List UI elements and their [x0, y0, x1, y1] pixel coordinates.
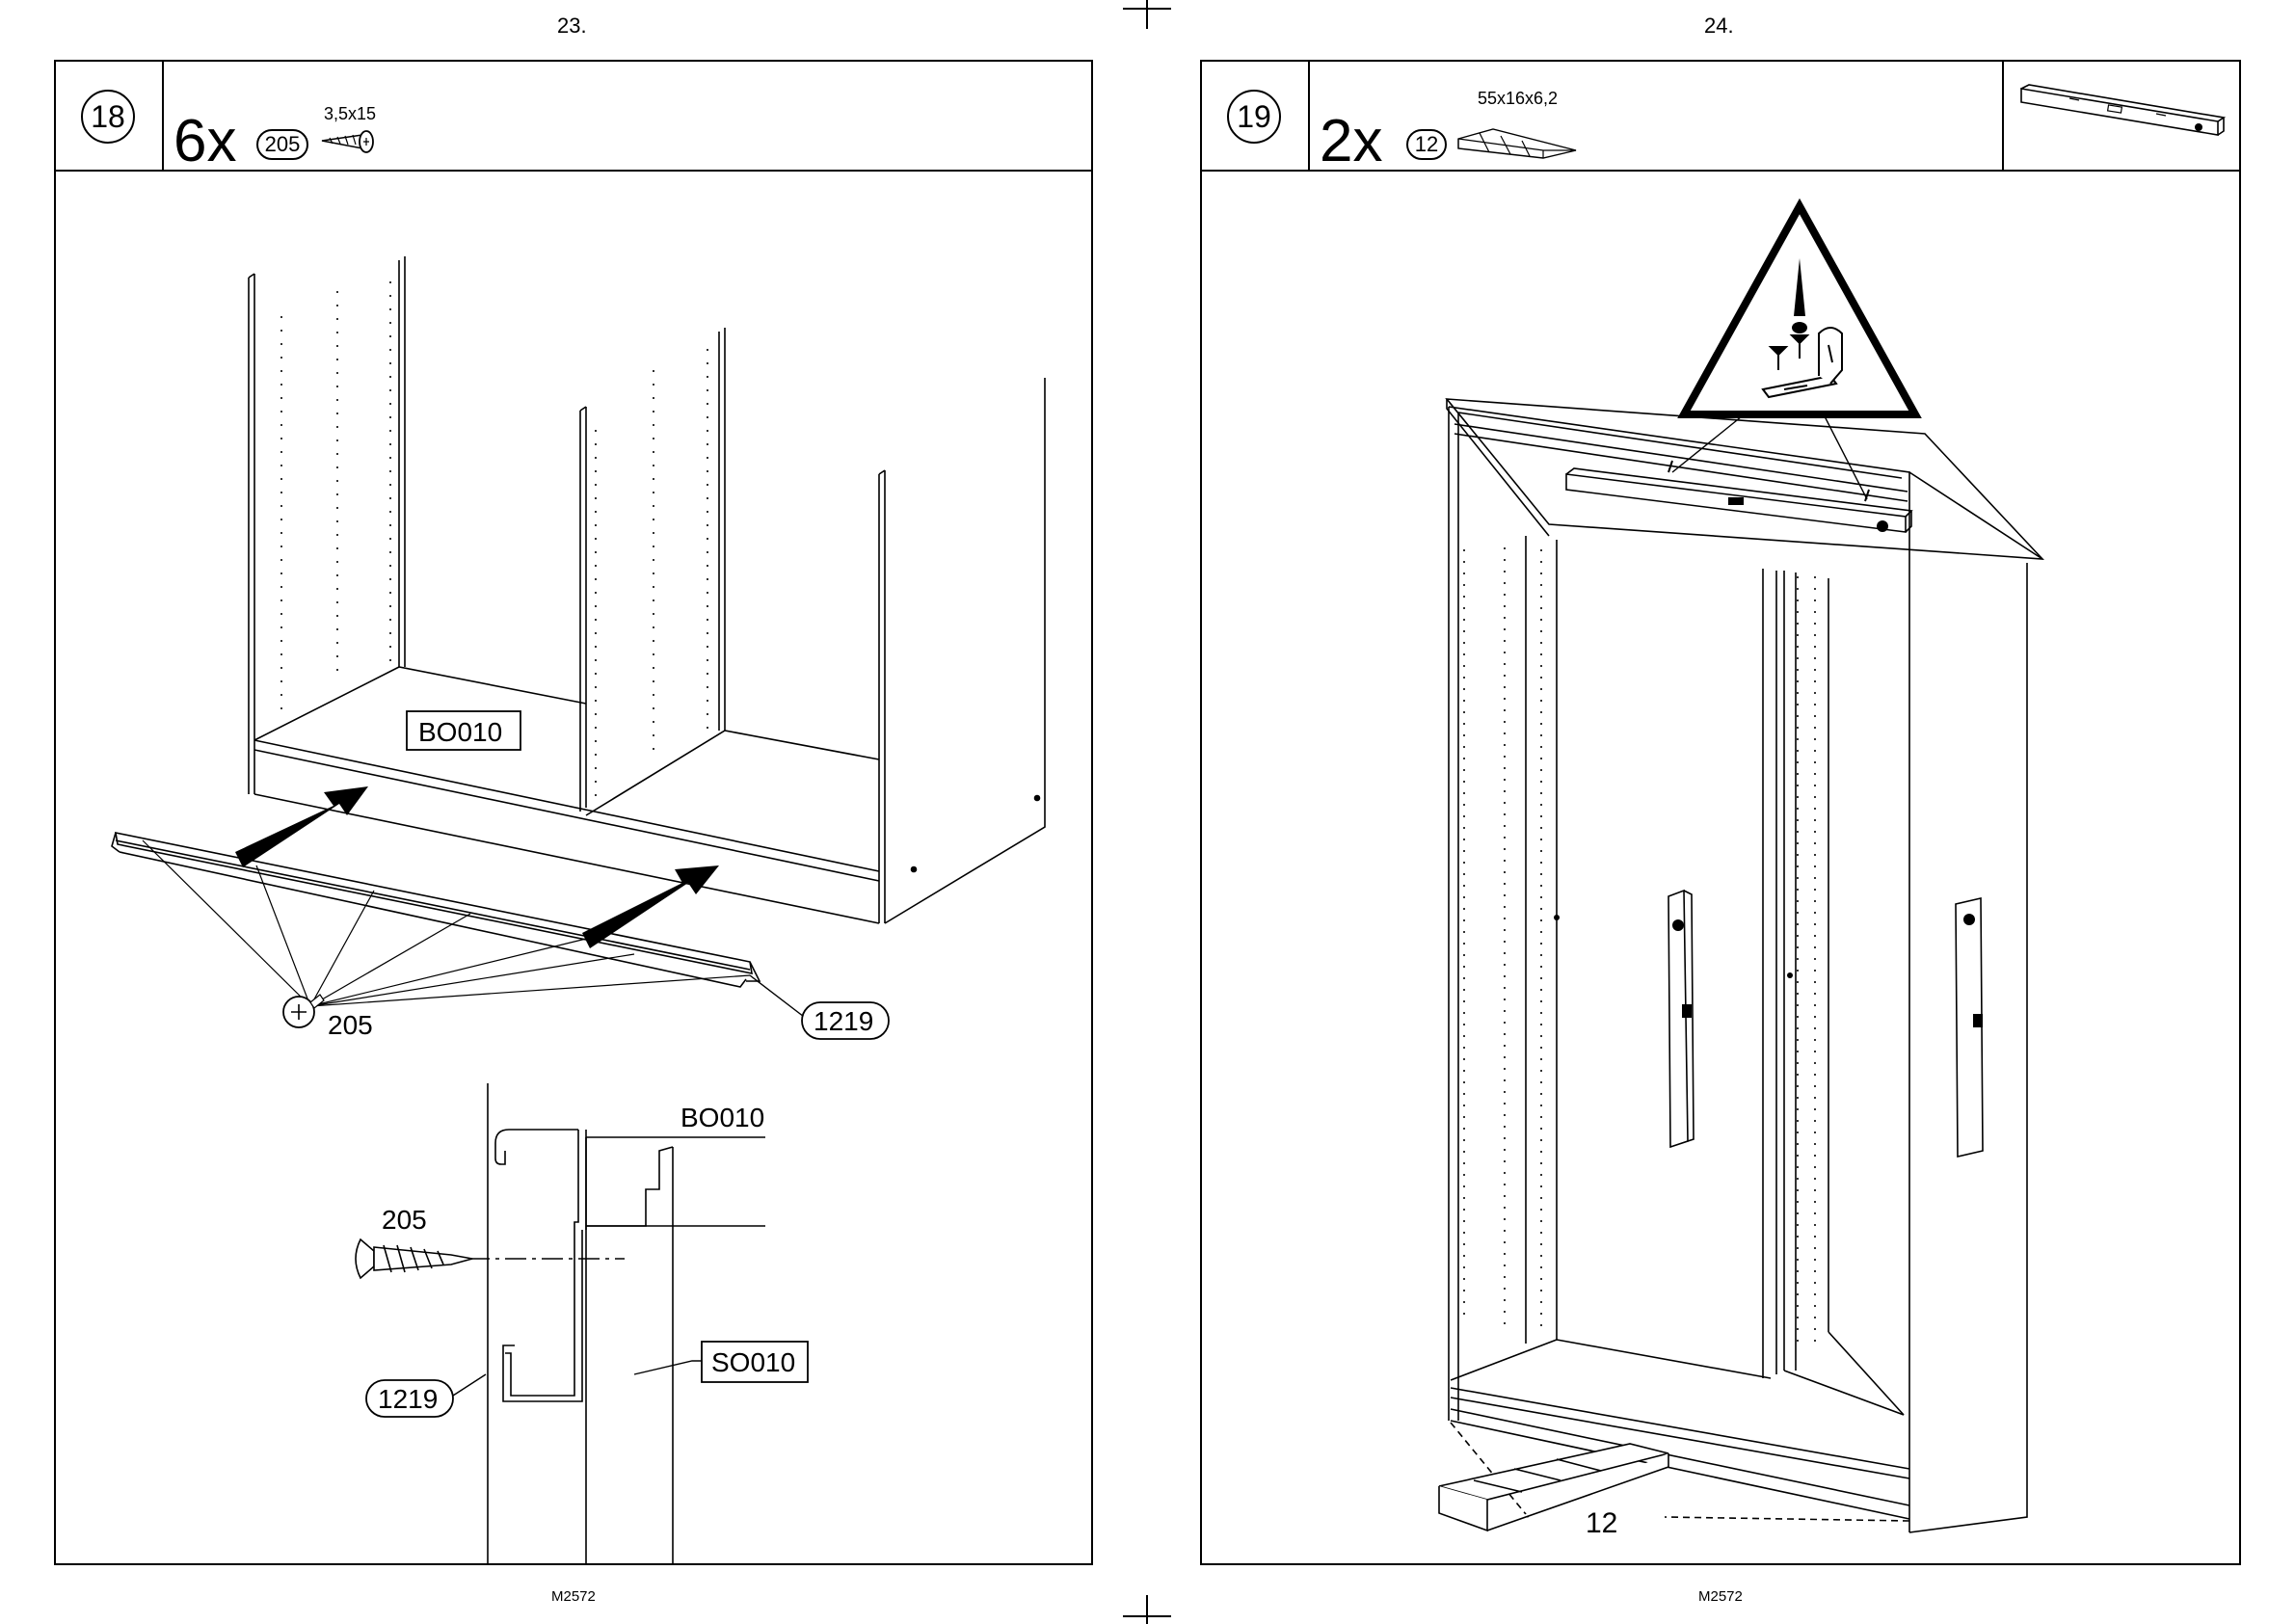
crop-mark-bottom [1146, 1595, 1148, 1624]
label-so010-detail: SO010 [711, 1347, 795, 1378]
step-panel-18: 18 6x 205 3,5x15 [54, 60, 1093, 1565]
tool-cell [2002, 62, 2239, 170]
step-number-cell: 18 [56, 62, 164, 170]
wedge-shim-icon [1439, 1444, 1668, 1531]
part-quantity: 6x [173, 112, 236, 172]
step-number: 19 [1227, 90, 1281, 144]
part-number-badge: 205 [256, 129, 308, 160]
part-quantity: 2x [1320, 112, 1382, 172]
crop-mark-top [1146, 0, 1148, 29]
label-bo010-detail: BO010 [680, 1103, 764, 1133]
page-number-right: 24. [1704, 13, 1734, 39]
label-205-detail: 205 [382, 1205, 427, 1236]
label-wedge-12: 12 [1586, 1507, 1617, 1540]
step-header: 19 2x 12 55x16x6,2 [1202, 62, 2239, 172]
step-number: 18 [81, 90, 135, 144]
part-number-badge: 12 [1406, 129, 1447, 160]
part-size-label: 3,5x15 [324, 104, 376, 124]
cabinet-rail-illustration [56, 172, 1091, 1563]
screw-icon [320, 127, 378, 156]
step-panel-19: 19 2x 12 55x16x6,2 [1200, 60, 2241, 1565]
label-1219-detail: 1219 [378, 1384, 438, 1415]
crop-mark-bottom-h [1123, 1615, 1171, 1617]
wedge-icon [1454, 118, 1580, 160]
label-bo010-top: BO010 [418, 717, 502, 748]
footer-code-left: M2572 [551, 1588, 596, 1605]
crop-mark-top-h [1123, 8, 1171, 10]
part-size-label: 55x16x6,2 [1478, 89, 1558, 109]
wardrobe-leveling-illustration [1202, 172, 2239, 1563]
label-205-top: 205 [328, 1010, 373, 1041]
footer-code-right: M2572 [1698, 1588, 1743, 1605]
step-header: 18 6x 205 3,5x15 [56, 62, 1091, 172]
step-number-cell: 19 [1202, 62, 1310, 170]
page-number-left: 23. [557, 13, 587, 39]
warning-triangle-icon [1684, 206, 1915, 414]
label-1219-top: 1219 [814, 1006, 873, 1037]
screw-head-icon [283, 995, 324, 1027]
detail-screw-icon [356, 1239, 472, 1278]
spirit-level-icon [2012, 77, 2233, 154]
